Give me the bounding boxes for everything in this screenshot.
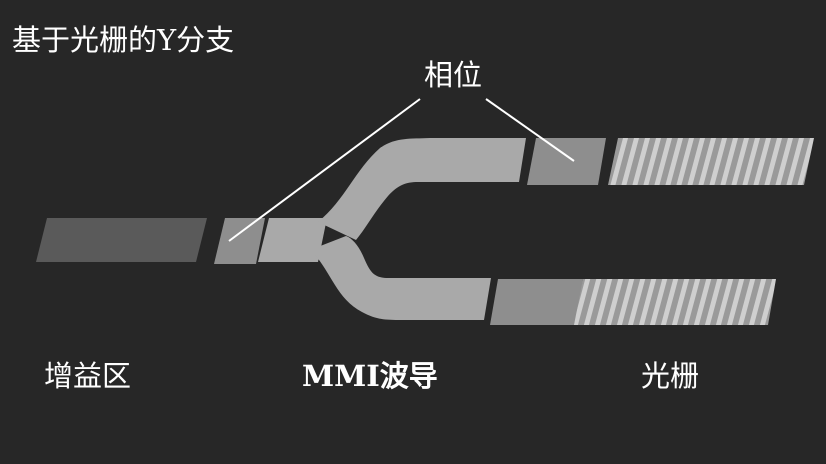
mmi-waveguide-label: MMI波导 — [302, 359, 438, 393]
phase-section-lower — [490, 279, 583, 325]
phase-leader-line-right — [485, 98, 575, 162]
phase-section-input — [214, 218, 265, 264]
phase-section-upper — [527, 138, 606, 185]
grating-lower — [574, 279, 776, 325]
grating-upper — [608, 138, 814, 185]
diagram-title: 基于光栅的Y分支 — [12, 23, 235, 57]
phase-leader-line-left — [228, 98, 421, 242]
grating-label: 光栅 — [641, 359, 700, 393]
gain-region-label: 增益区 — [44, 359, 132, 393]
gain-region-block — [36, 218, 207, 262]
phase-label: 相位 — [424, 58, 483, 92]
mmi-waveguide — [258, 138, 526, 320]
